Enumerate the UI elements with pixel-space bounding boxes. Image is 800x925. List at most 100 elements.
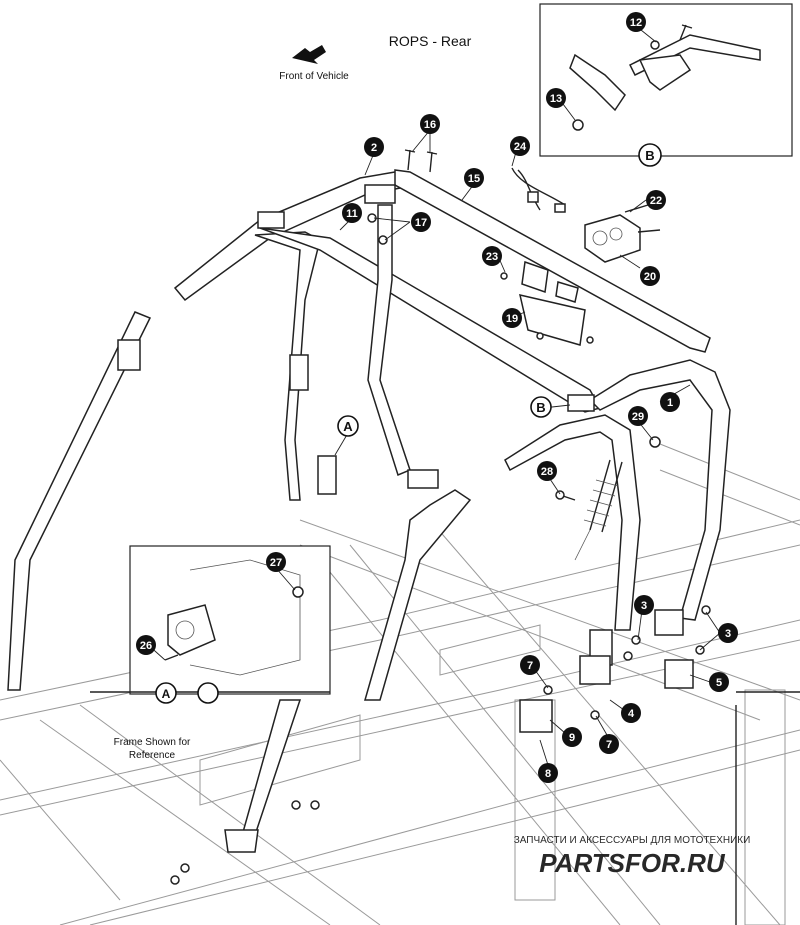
- watermark-tagline: ЗАПЧАСТИ И АКСЕССУАРЫ ДЛЯ МОТОТЕХНИКИ: [514, 835, 751, 846]
- callout-19: 19: [502, 308, 522, 328]
- callout-bubble: [510, 136, 530, 156]
- callout-number: 3: [641, 600, 647, 612]
- callout-number: 27: [270, 557, 282, 569]
- callout-a-circle: [337, 415, 359, 437]
- callout-number: 15: [468, 173, 480, 185]
- callout-number: 24: [514, 141, 527, 153]
- callout-bubble: [520, 655, 540, 675]
- callout-bubble: [626, 12, 646, 32]
- callout-number: 3: [725, 628, 731, 640]
- callout-number: 28: [541, 466, 553, 478]
- watermark-brand: PARTSFOR.RU: [539, 848, 726, 878]
- callout-bubble: [660, 392, 680, 412]
- callout-1: 1: [660, 392, 680, 412]
- callout-b-letter: B: [536, 400, 545, 415]
- callout-number: 9: [569, 732, 575, 744]
- callout-number: 11: [346, 208, 358, 220]
- callout-bubble: [411, 212, 431, 232]
- callout-20: 20: [640, 266, 660, 286]
- fasteners: [170, 149, 711, 885]
- callout-number: 8: [545, 768, 551, 780]
- callout-number: 13: [550, 93, 562, 105]
- rops-tubes: [7, 169, 731, 853]
- callout-22: 22: [646, 190, 666, 210]
- callout-number: 7: [527, 660, 533, 672]
- callout-3: 3: [718, 623, 738, 643]
- callout-bubble: [482, 246, 502, 266]
- detail-a-circle-2: [197, 682, 219, 704]
- leader-lines: [145, 25, 721, 766]
- detail-a-circle: [155, 682, 177, 704]
- front-of-vehicle-label: Front of Vehicle: [279, 71, 349, 82]
- watermark: ЗАПЧАСТИ И АКСЕССУАРЫ ДЛЯ МОТОТЕХНИКИ PA…: [514, 835, 751, 878]
- front-of-vehicle-arrow-icon: [292, 45, 326, 64]
- light-assembly: [584, 214, 641, 263]
- detail-b-box: [539, 3, 793, 157]
- detail-a-box: [129, 545, 331, 695]
- callout-13: 13: [546, 88, 566, 108]
- callout-8: 8: [538, 763, 558, 783]
- callout-7: 7: [599, 734, 619, 754]
- callout-3: 3: [634, 595, 654, 615]
- callout-bubble: [342, 203, 362, 223]
- callout-16: 16: [420, 114, 440, 134]
- callout-b-circle: [530, 396, 552, 418]
- numbered-callouts: 12 13 16 2 15 24 11 17 22 23 20 19 29 1 28 27 26 3 3 7 5 4 9 7 8: [136, 12, 738, 783]
- callout-number: 1: [667, 397, 673, 409]
- callout-24: 24: [510, 136, 530, 156]
- callout-26: 26: [136, 635, 156, 655]
- callout-bubble: [546, 88, 566, 108]
- callout-number: 4: [628, 708, 635, 720]
- callout-bubble: [266, 552, 286, 572]
- callout-17: 17: [411, 212, 431, 232]
- callout-bubble: [420, 114, 440, 134]
- callout-number: 5: [716, 677, 722, 689]
- callout-number: 26: [140, 640, 152, 652]
- callout-12: 12: [626, 12, 646, 32]
- callout-bubble: [502, 308, 522, 328]
- callout-number: 2: [371, 142, 377, 154]
- callout-2: 2: [364, 137, 384, 157]
- callout-23: 23: [482, 246, 502, 266]
- callout-number: 7: [606, 739, 612, 751]
- callout-bubble: [709, 672, 729, 692]
- callout-number: 23: [486, 251, 498, 263]
- callout-bubble: [718, 623, 738, 643]
- callout-29: 29: [628, 406, 648, 426]
- callout-bubble: [464, 168, 484, 188]
- callout-bubble: [621, 703, 641, 723]
- callout-5: 5: [709, 672, 729, 692]
- wire-harness: [511, 167, 566, 213]
- callout-bubble: [537, 461, 557, 481]
- frame-note-line2: Reference: [129, 750, 176, 761]
- shock-absorber: [574, 459, 623, 561]
- callout-number: 12: [630, 17, 642, 29]
- callout-bubble: [646, 190, 666, 210]
- callout-number: 16: [424, 119, 436, 131]
- callout-number: 17: [415, 217, 427, 229]
- callout-11: 11: [342, 203, 362, 223]
- callout-bubble: [364, 137, 384, 157]
- detail-b-circle: [638, 143, 662, 167]
- callout-number: 29: [632, 411, 644, 423]
- callout-27: 27: [266, 552, 286, 572]
- callout-15: 15: [464, 168, 484, 188]
- callout-a-letter: A: [343, 419, 353, 434]
- callout-bubble: [562, 727, 582, 747]
- callout-bubble: [599, 734, 619, 754]
- letter-callouts: A B B A: [155, 143, 662, 704]
- frame-note-line1: Frame Shown for: [114, 737, 191, 748]
- callout-bubble: [640, 266, 660, 286]
- detail-a-letter: A: [162, 687, 171, 701]
- callout-7: 7: [520, 655, 540, 675]
- callout-9: 9: [562, 727, 582, 747]
- callout-4: 4: [621, 703, 641, 723]
- callout-number: 20: [644, 271, 656, 283]
- diagram-title: ROPS - Rear: [389, 33, 472, 49]
- callout-bubble: [136, 635, 156, 655]
- detail-b-letter: B: [645, 148, 654, 163]
- callout-bubble: [628, 406, 648, 426]
- callout-bubble: [634, 595, 654, 615]
